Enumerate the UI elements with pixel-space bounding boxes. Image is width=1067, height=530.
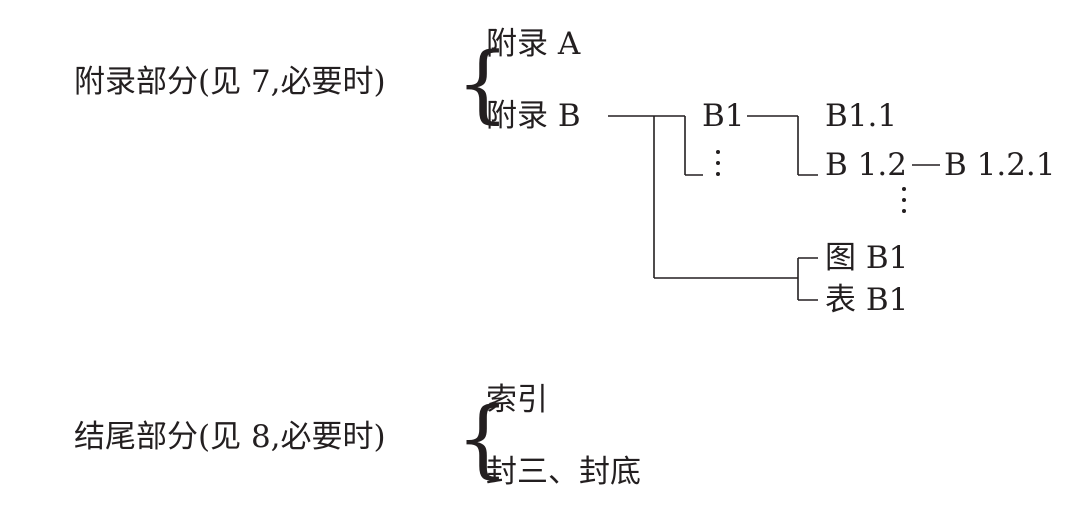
appendix-section: 附录部分(见 7,必要时) { 附录 A 附录 B — [74, 26, 581, 134]
ending-section-label: 结尾部分(见 8,必要时) — [74, 419, 386, 455]
appendix-b-tree-labels: B1 B1.1 B 1.2 B 1.2.1 图 B1 表 B1 — [702, 98, 1056, 318]
covers-label: 封三、封底 — [486, 454, 641, 490]
appendix-b-tree-lines — [608, 115, 940, 301]
node-b1: B1 — [702, 98, 745, 134]
b1-ellipsis — [716, 150, 720, 176]
appendix-brace: { — [456, 34, 509, 132]
node-b1-2-1: B 1.2.1 — [944, 147, 1056, 183]
node-figure-b1: 图 B1 — [825, 240, 908, 276]
node-table-b1: 表 B1 — [825, 282, 908, 318]
appendix-a-label: 附录 A — [486, 26, 581, 62]
b12-ellipsis — [902, 187, 906, 213]
appendix-b-label: 附录 B — [486, 98, 581, 134]
node-b1-2: B 1.2 — [825, 147, 907, 183]
index-label: 索引 — [486, 382, 548, 418]
ending-brace: { — [456, 389, 509, 487]
appendix-section-label: 附录部分(见 7,必要时) — [74, 64, 386, 100]
ending-section: 结尾部分(见 8,必要时) { 索引 封三、封底 — [74, 382, 641, 490]
node-b1-1: B1.1 — [825, 98, 897, 134]
